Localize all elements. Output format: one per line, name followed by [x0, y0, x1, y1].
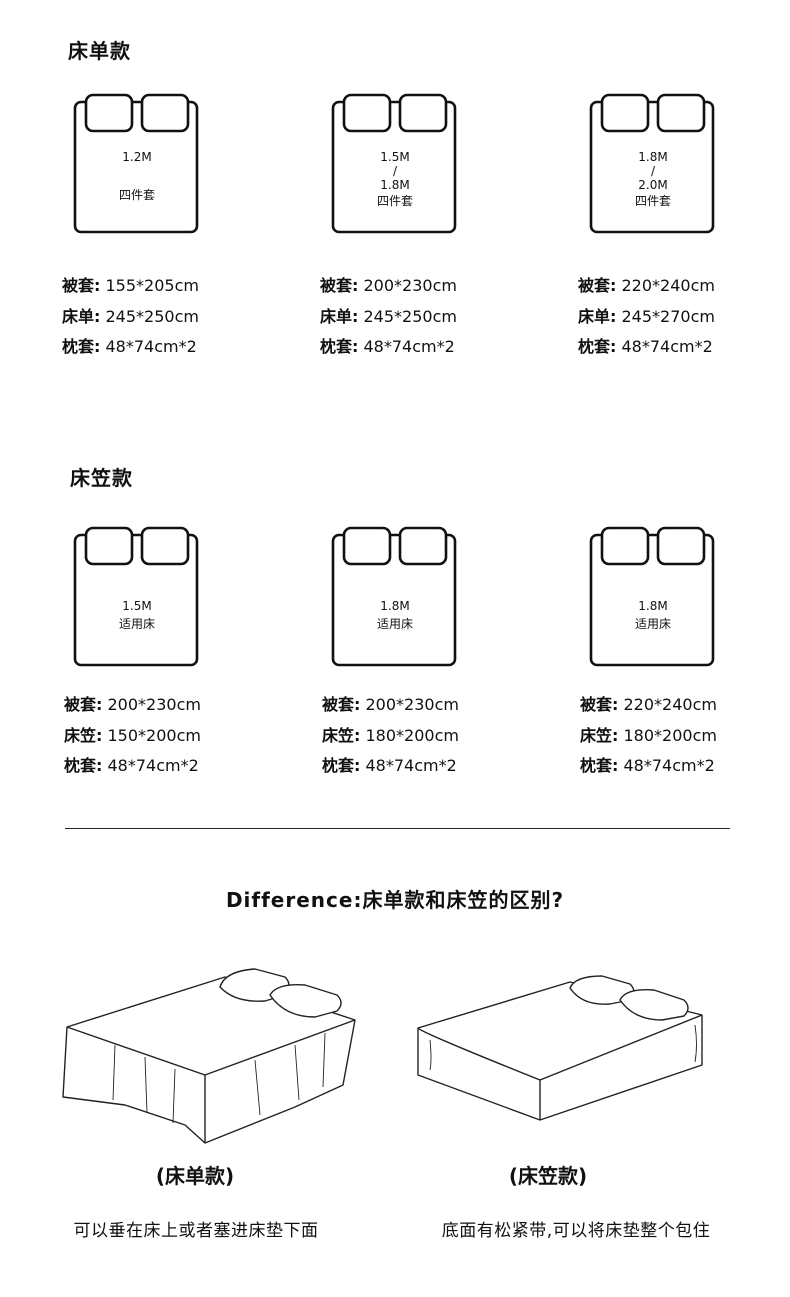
spec-row: 床单: 245*270cm [578, 302, 715, 333]
spec-key: 枕套: [320, 337, 359, 356]
bed-outline-icon [331, 93, 457, 234]
description-fitted-sheet: 底面有松紧带,可以将床垫整个包住 [441, 1221, 711, 1241]
spec-value: 200*230cm [363, 276, 457, 295]
bed-size-label: 1.8M [638, 150, 668, 164]
divider [65, 828, 730, 829]
section-title-fitted: 床笠款 [70, 466, 133, 490]
spec-key: 被套: [580, 695, 619, 714]
bed-size-label: 1.8M [380, 178, 410, 192]
spec-row: 被套: 200*230cm [64, 690, 201, 721]
spec-key: 床笠: [322, 725, 361, 745]
spec-row: 被套: 200*230cm [320, 271, 457, 302]
spec-row: 枕套: 48*74cm*2 [62, 332, 199, 363]
spec-row: 枕套: 48*74cm*2 [580, 751, 717, 782]
bed-size-label: 四件套 [634, 194, 671, 208]
bed-outline-icon [73, 526, 199, 667]
bed-outline-icon [331, 526, 457, 667]
bed-size-label: 1.2M [122, 150, 152, 164]
caption-fitted-sheet: (床笠款) [508, 1164, 588, 1188]
bed-size-label: 1.8M [380, 599, 410, 613]
fitted-bed-diagram-1: 1.5M 适用床 [72, 525, 202, 670]
spec-row: 枕套: 48*74cm*2 [64, 751, 201, 782]
spec-value: 48*74cm*2 [363, 337, 455, 356]
caption-flat-sheet: (床单款) [155, 1164, 235, 1188]
spec-row: 被套: 220*240cm [578, 271, 715, 302]
sheet-bed-diagram-2: 1.5M/1.8M 四件套 [330, 92, 460, 237]
section-title-sheet: 床单款 [68, 39, 131, 63]
bed-size-label: / [650, 164, 656, 178]
bed-outline-icon [589, 93, 715, 234]
spec-value: 155*205cm [105, 276, 199, 295]
spec-row: 床笠: 180*200cm [580, 721, 717, 752]
flat-sheet-illustration [62, 968, 356, 1144]
fitted-sheet-illustration [417, 975, 703, 1121]
spec-key: 床单: [320, 306, 359, 326]
spec-row: 床单: 245*250cm [62, 302, 199, 333]
spec-row: 枕套: 48*74cm*2 [320, 332, 457, 363]
description-flat-sheet: 可以垂在床上或者塞进床垫下面 [73, 1221, 319, 1241]
spec-value: 245*270cm [621, 306, 715, 326]
spec-key: 枕套: [64, 756, 103, 775]
spec-value: 180*200cm [623, 725, 717, 745]
bed-size-label: / [392, 164, 398, 178]
spec-row: 床笠: 180*200cm [322, 721, 459, 752]
spec-value: 48*74cm*2 [365, 756, 457, 775]
spec-key: 床笠: [580, 725, 619, 745]
spec-row: 枕套: 48*74cm*2 [578, 332, 715, 363]
spec-key: 枕套: [322, 756, 361, 775]
sheet-bed-diagram-3: 1.8M/2.0M 四件套 [588, 92, 718, 237]
difference-title: Difference:床单款和床笠的区别? [225, 888, 565, 912]
spec-key: 被套: [62, 276, 101, 295]
spec-key: 被套: [64, 695, 103, 714]
spec-key: 枕套: [62, 337, 101, 356]
spec-value: 245*250cm [105, 306, 199, 326]
spec-row: 床笠: 150*200cm [64, 721, 201, 752]
spec-value: 180*200cm [365, 725, 459, 745]
spec-key: 枕套: [580, 756, 619, 775]
spec-row: 床单: 245*250cm [320, 302, 457, 333]
spec-key: 床单: [578, 306, 617, 326]
spec-value: 220*240cm [623, 695, 717, 714]
bed-outline-icon [589, 526, 715, 667]
spec-key: 床笠: [64, 725, 103, 745]
spec-value: 48*74cm*2 [107, 756, 199, 775]
fitted-bed-diagram-2: 1.8M 适用床 [330, 525, 460, 670]
spec-value: 200*230cm [365, 695, 459, 714]
bed-size-label: 适用床 [118, 617, 155, 631]
bed-size-label: 2.0M [638, 178, 668, 192]
bed-outline-icon [73, 93, 199, 234]
sheet-bed-diagram-1: 1.2M 四件套 [72, 92, 202, 237]
spec-row: 被套: 200*230cm [322, 690, 459, 721]
spec-row: 被套: 220*240cm [580, 690, 717, 721]
spec-value: 48*74cm*2 [105, 337, 197, 356]
bed-size-label: 适用床 [634, 617, 671, 631]
spec-value: 48*74cm*2 [621, 337, 713, 356]
spec-value: 245*250cm [363, 306, 457, 326]
bed-size-label: 四件套 [376, 194, 413, 208]
spec-key: 枕套: [578, 337, 617, 356]
fitted-bed-diagram-3: 1.8M 适用床 [588, 525, 718, 670]
spec-key: 被套: [578, 276, 617, 295]
bed-size-label: 四件套 [118, 188, 155, 202]
spec-key: 被套: [320, 276, 359, 295]
spec-key: 床单: [62, 306, 101, 326]
spec-value: 150*200cm [107, 725, 201, 745]
bed-size-label: 1.8M [638, 599, 668, 613]
spec-row: 枕套: 48*74cm*2 [322, 751, 459, 782]
spec-value: 200*230cm [107, 695, 201, 714]
bed-size-label: 1.5M [380, 150, 410, 164]
spec-key: 被套: [322, 695, 361, 714]
spec-value: 220*240cm [621, 276, 715, 295]
spec-row: 被套: 155*205cm [62, 271, 199, 302]
spec-value: 48*74cm*2 [623, 756, 715, 775]
bed-size-label: 1.5M [122, 599, 152, 613]
bed-size-label: 适用床 [376, 617, 413, 631]
